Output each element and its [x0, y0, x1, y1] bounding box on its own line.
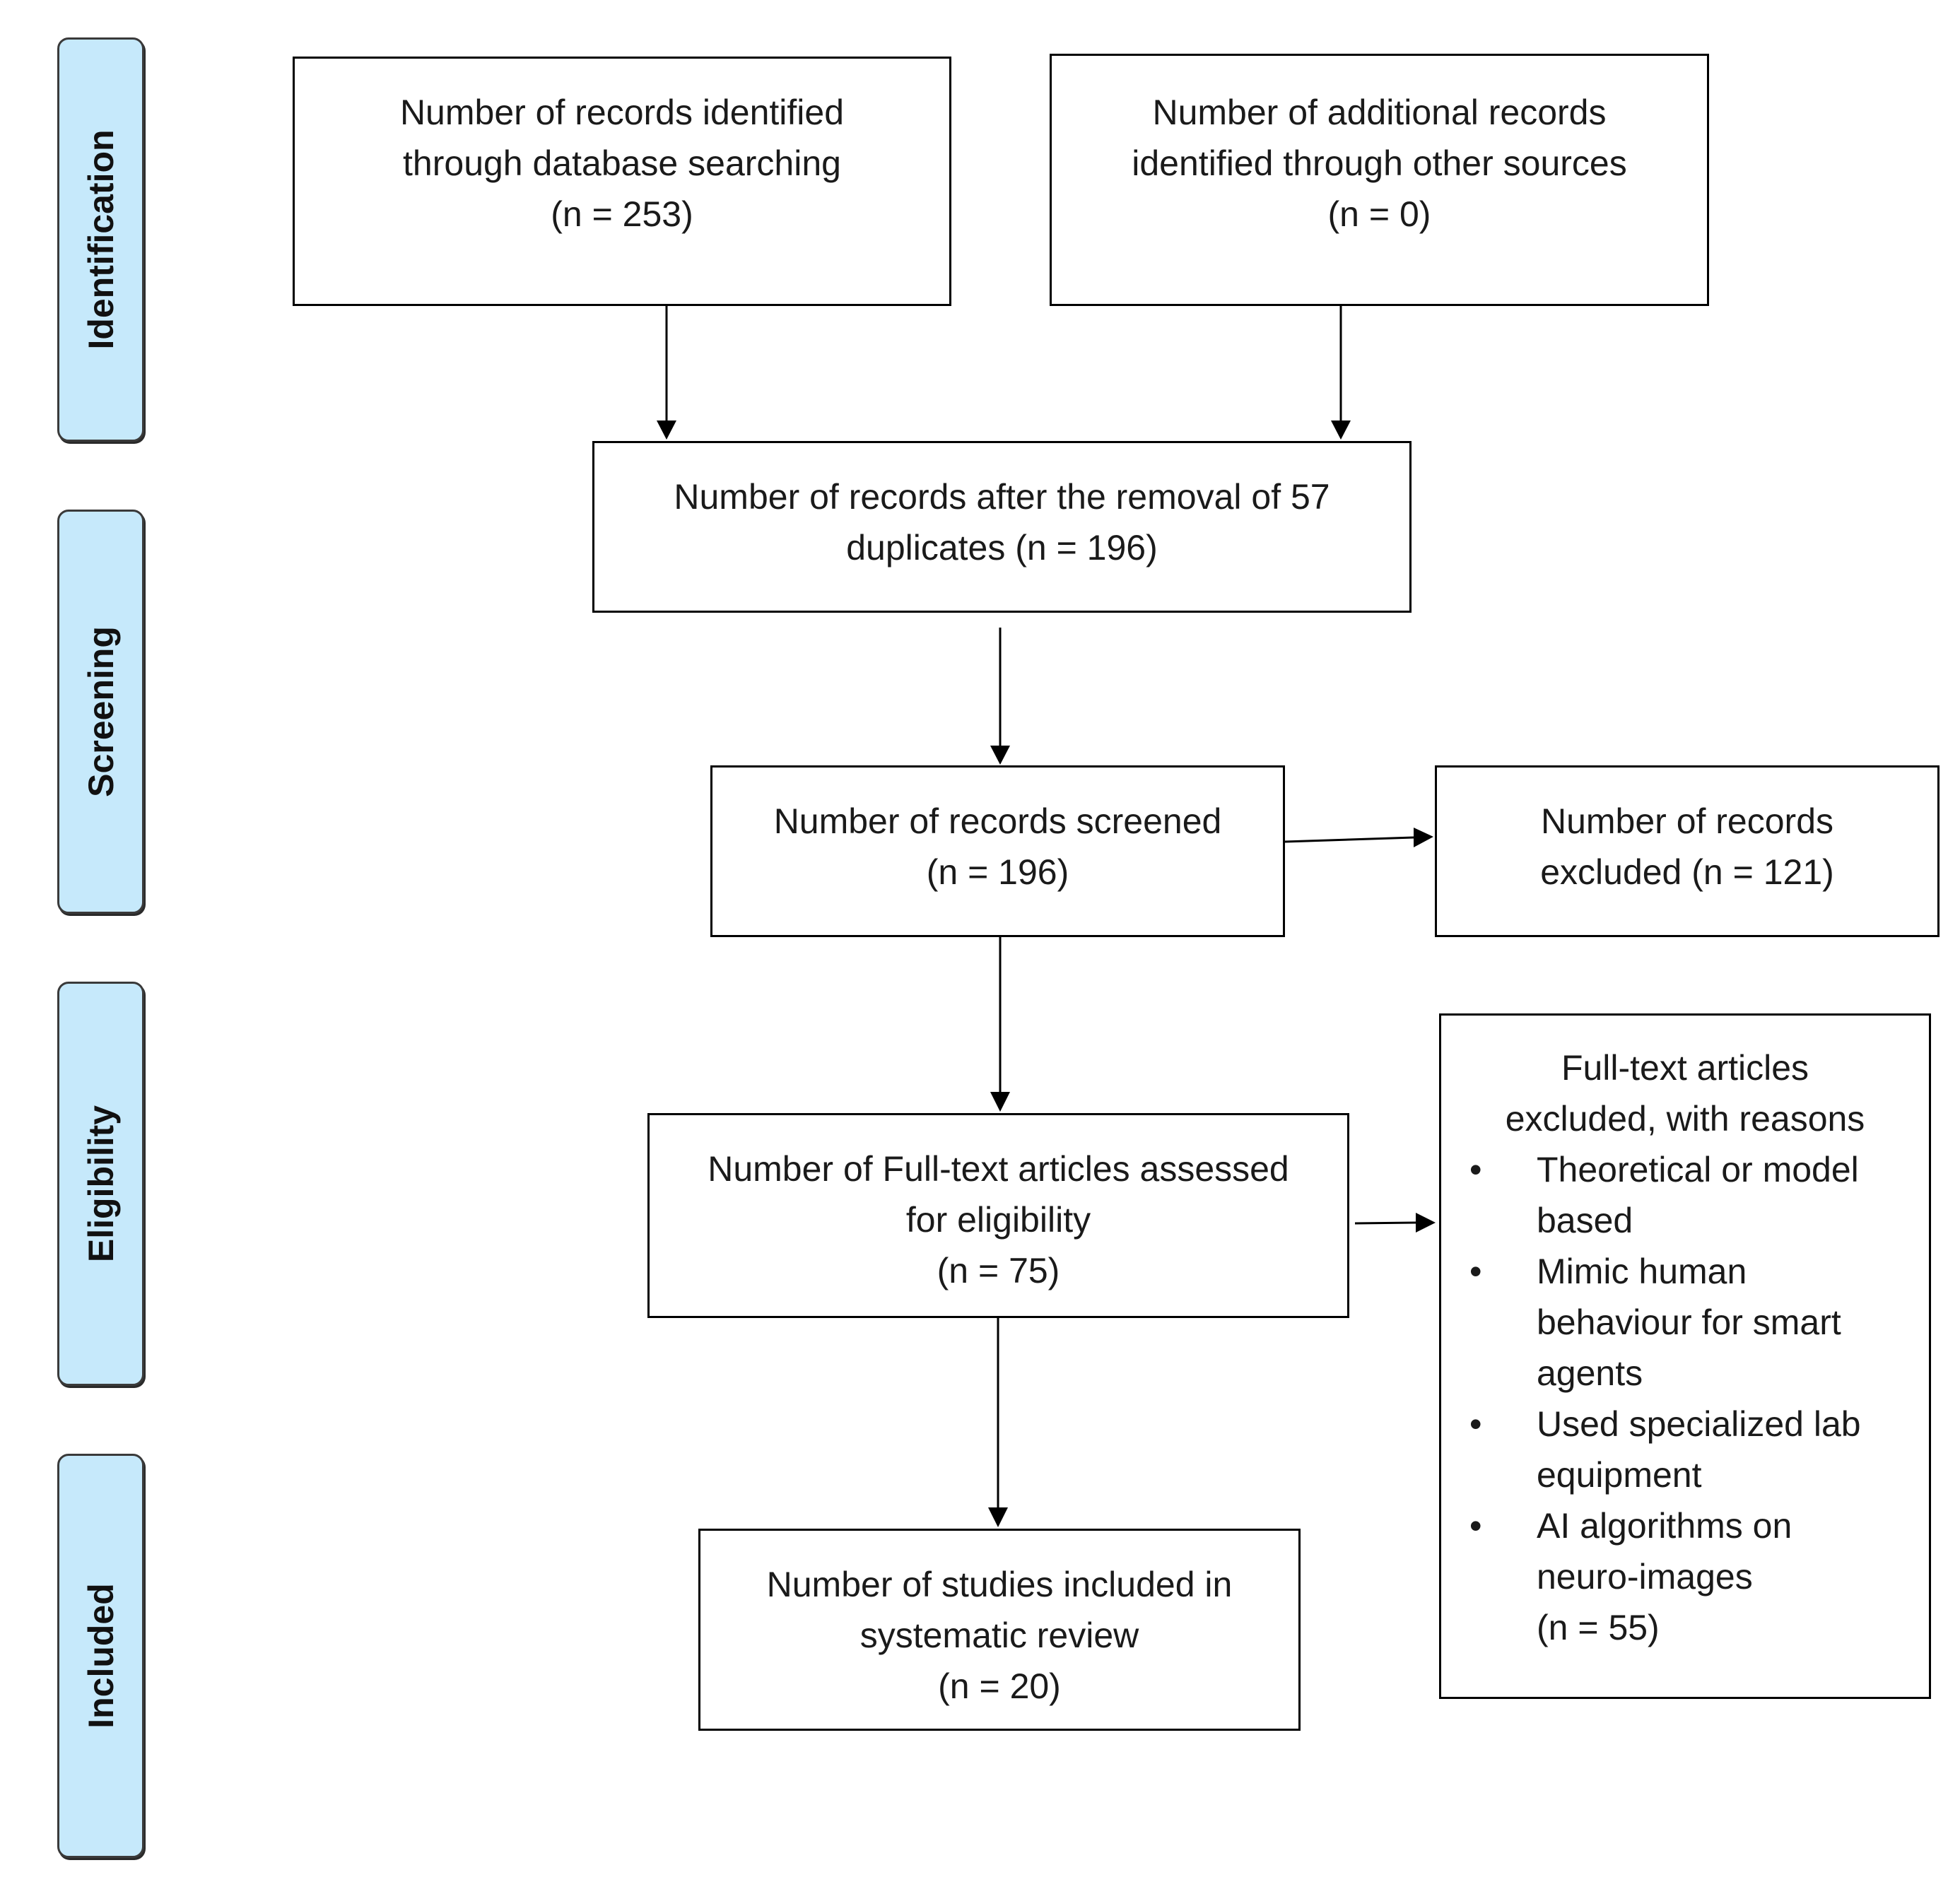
exclusion-reason-text: Used specialized lab equipment: [1537, 1404, 1861, 1495]
other-records-box: Number of additional records identified …: [1050, 54, 1709, 306]
bullet-icon: •: [1469, 1150, 1482, 1189]
arrowhead: [1331, 420, 1351, 440]
arrowhead: [1416, 1213, 1436, 1233]
screened-text: Number of records screened (n = 196): [773, 801, 1222, 892]
arrowhead: [1414, 828, 1433, 847]
exclusion-reason-text: Mimic human behaviour for smart agents: [1537, 1252, 1841, 1393]
bullet-icon: •: [1469, 1252, 1482, 1291]
other-records-text: Number of additional records identified …: [1132, 93, 1627, 234]
included-studies-text: Number of studies included in systematic…: [766, 1565, 1233, 1706]
exclusion-reason-text: Theoretical or model based: [1537, 1150, 1859, 1240]
stage-label-identification: Identification: [57, 37, 144, 442]
full-text-excluded-heading: Full-text articles excluded, with reason…: [1505, 1048, 1865, 1139]
full-text-assessed-text: Number of Full-text articles assessed fo…: [708, 1149, 1289, 1290]
bullet-icon: •: [1469, 1404, 1482, 1444]
exclusion-reason-item: • AI algorithms on neuro-images: [1441, 1500, 1929, 1602]
database-records-box: Number of records identified through dat…: [293, 57, 951, 306]
after-duplicates-box: Number of records after the removal of 5…: [592, 441, 1412, 613]
exclusion-reason-text: AI algorithms on neuro-images: [1537, 1506, 1792, 1596]
after-duplicates-text: Number of records after the removal of 5…: [674, 477, 1330, 567]
arrowhead: [990, 1092, 1010, 1112]
stage-label-included: Included: [57, 1454, 144, 1858]
exclusion-reason-item: • Used specialized lab equipment: [1441, 1399, 1929, 1500]
exclusion-reason-item: • Theoretical or model based: [1441, 1144, 1929, 1246]
exclusion-reason-item: • Mimic human behaviour for smart agents: [1441, 1246, 1929, 1399]
stage-label-eligibility: Eligibility: [57, 982, 144, 1386]
included-studies-box: Number of studies included in systematic…: [698, 1529, 1301, 1731]
excluded-text: Number of records excluded (n = 121): [1540, 801, 1834, 892]
arrowhead: [988, 1507, 1008, 1527]
full-text-assessed-box: Number of Full-text articles assessed fo…: [647, 1113, 1349, 1318]
arrowhead: [657, 420, 676, 440]
full-text-excluded-box: Full-text articles excluded, with reason…: [1439, 1013, 1931, 1699]
bullet-icon: •: [1469, 1506, 1482, 1546]
excluded-box: Number of records excluded (n = 121): [1435, 765, 1940, 937]
stage-label-screening: Screening: [57, 510, 144, 914]
database-records-text: Number of records identified through dat…: [399, 93, 845, 234]
screened-box: Number of records screened (n = 196): [710, 765, 1285, 937]
arrow-screened-to-excluded: [1284, 836, 1414, 843]
arrowhead: [990, 746, 1010, 765]
exclusion-reasons-list: • Theoretical or model based • Mimic hum…: [1441, 1144, 1929, 1602]
full-text-excluded-count: (n = 55): [1537, 1608, 1660, 1647]
